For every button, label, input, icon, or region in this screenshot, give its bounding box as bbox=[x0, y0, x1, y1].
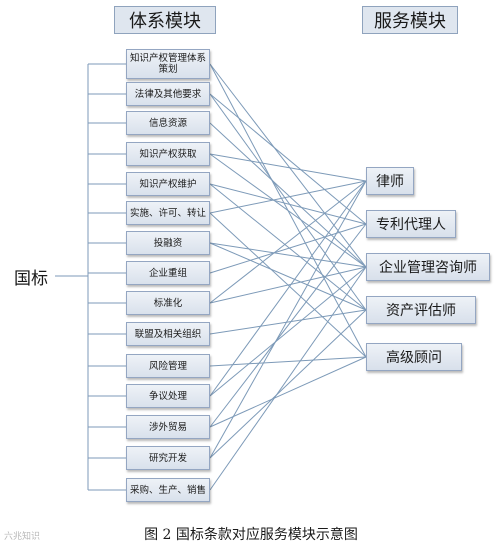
module-connection bbox=[209, 122, 367, 268]
system-module-box: 研究开发 bbox=[126, 446, 210, 470]
service-module-header: 服务模块 bbox=[362, 6, 458, 34]
module-connection bbox=[209, 93, 367, 311]
module-connection bbox=[209, 266, 367, 397]
module-connection bbox=[209, 180, 367, 459]
system-module-box: 争议处理 bbox=[126, 384, 210, 408]
module-connection bbox=[209, 180, 367, 304]
system-module-box: 实施、许可、转让 bbox=[126, 201, 210, 225]
system-module-box: 企业重组 bbox=[126, 261, 210, 285]
system-module-box: 法律及其他要求 bbox=[126, 82, 210, 106]
module-connection bbox=[209, 356, 367, 367]
module-connection bbox=[209, 180, 367, 214]
system-module-header: 体系模块 bbox=[114, 6, 216, 34]
module-connection bbox=[209, 223, 367, 274]
system-module-box: 知识产权维护 bbox=[126, 172, 210, 196]
module-connection bbox=[209, 356, 367, 428]
watermark: 六兆知识 bbox=[4, 532, 41, 542]
module-connection bbox=[209, 93, 367, 225]
module-connection bbox=[209, 180, 367, 397]
module-connection bbox=[209, 153, 367, 268]
module-connection bbox=[209, 266, 367, 304]
service-module-box: 高级顾问 bbox=[366, 343, 462, 371]
module-connection bbox=[209, 223, 367, 428]
service-module-box: 律师 bbox=[366, 167, 414, 195]
figure-caption: 图 2 国标条款对应服务模块示意图 bbox=[144, 527, 358, 543]
system-module-box: 知识产权管理体系策划 bbox=[126, 49, 210, 79]
module-connection bbox=[209, 266, 367, 491]
service-module-box: 资产评估师 bbox=[366, 296, 476, 324]
module-connection bbox=[209, 63, 367, 268]
system-module-box: 联盟及相关组织 bbox=[126, 322, 210, 346]
system-module-box: 知识产权获取 bbox=[126, 142, 210, 166]
system-module-box: 标准化 bbox=[126, 291, 210, 315]
module-connection bbox=[209, 309, 367, 335]
service-module-box: 专利代理人 bbox=[366, 210, 456, 238]
system-module-box: 采购、生产、销售 bbox=[126, 478, 210, 502]
system-module-box: 涉外贸易 bbox=[126, 415, 210, 439]
system-module-box: 投融资 bbox=[126, 231, 210, 255]
root-node: 国标 bbox=[14, 268, 48, 289]
system-module-box: 风险管理 bbox=[126, 354, 210, 378]
module-connection bbox=[209, 309, 367, 459]
module-connection bbox=[209, 242, 367, 311]
module-connection bbox=[209, 153, 367, 182]
service-module-box: 企业管理咨询师 bbox=[366, 253, 490, 281]
system-module-box: 信息资源 bbox=[126, 111, 210, 135]
module-connection bbox=[209, 242, 367, 268]
